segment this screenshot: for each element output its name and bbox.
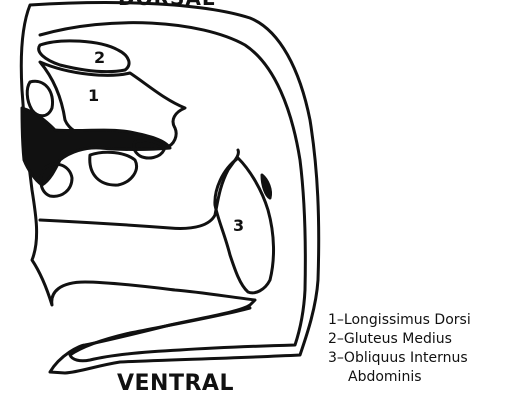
legend-text: Gluteus Medius	[344, 330, 452, 349]
legend-item: 2–Gluteus Medius	[328, 330, 471, 349]
legend-text: Obliquus Internus	[344, 349, 468, 368]
ventral-label: VENTRAL	[117, 371, 234, 396]
region-1-number: 1	[88, 86, 99, 105]
dorsal-label: DORSAL	[118, 0, 216, 10]
legend-text: Longissimus Dorsi	[344, 311, 471, 330]
legend-item: 1–Longissimus Dorsi	[328, 311, 471, 330]
legend: 1–Longissimus Dorsi 2–Gluteus Medius 3–O…	[328, 311, 471, 387]
legend-dash: –	[337, 349, 344, 368]
legend-continuation: Abdominis	[328, 368, 471, 387]
legend-dash: –	[337, 330, 344, 349]
region-3-number: 3	[233, 216, 244, 235]
vertebra-shadow	[22, 108, 170, 185]
region-2-number: 2	[94, 48, 105, 67]
legend-number: 3	[328, 349, 337, 368]
legend-dash: –	[337, 311, 344, 330]
legend-item: 3–Obliquus Internus	[328, 349, 471, 368]
lobe-upper	[27, 81, 52, 115]
legend-number: 1	[328, 311, 337, 330]
legend-number: 2	[328, 330, 337, 349]
outer-outline	[21, 3, 318, 373]
lobe-middle	[90, 152, 137, 185]
